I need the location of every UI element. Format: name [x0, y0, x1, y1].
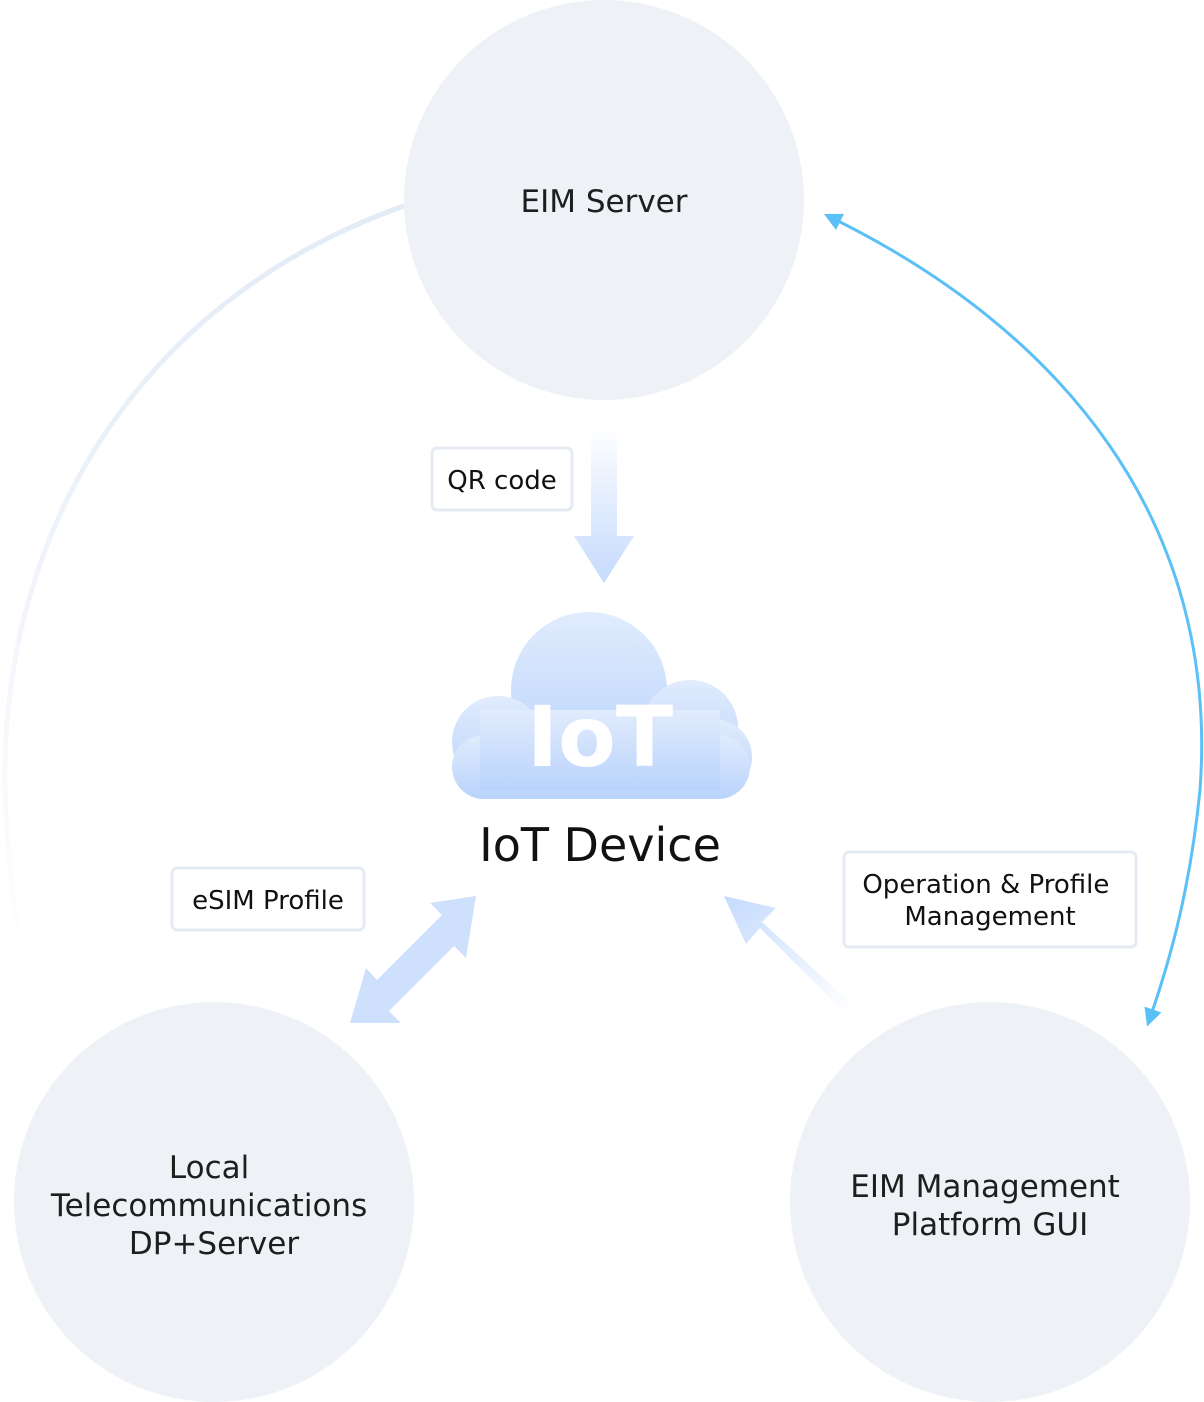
right-accent-arc-arrow	[823, 213, 1204, 1027]
eim-server-node	[404, 0, 804, 400]
qr-code-arrow	[574, 425, 634, 583]
qr-code-label-box	[430, 446, 574, 512]
eim-platform-label: EIM Management Platform GUI	[850, 1169, 1129, 1243]
local-telecom-label: Local Telecommunications DP+Server	[50, 1150, 377, 1262]
operation-line-1: Operation & Profile	[862, 870, 1109, 900]
iot-cloud-icon	[452, 612, 752, 799]
qr-code-label: QR code	[447, 466, 557, 496]
eim-platform-node	[790, 1002, 1190, 1402]
local-telecom-line-1: Local	[169, 1150, 249, 1186]
operation-line-2: Management	[904, 902, 1075, 932]
management-arrow	[724, 896, 850, 1010]
local-telecom-node	[14, 1002, 414, 1402]
iot-device-label: IoT Device	[479, 818, 721, 872]
operation-label-box	[842, 850, 1138, 949]
iot-cloud-text: IoT	[527, 688, 673, 786]
local-telecom-line-3: DP+Server	[129, 1226, 299, 1262]
eim-server-label: EIM Server	[521, 184, 688, 220]
operation-label: Operation & Profile Management	[862, 870, 1117, 932]
esim-profile-label: eSIM Profile	[192, 886, 344, 916]
local-telecom-line-2: Telecommunications	[50, 1188, 367, 1224]
eim-platform-line-2: Platform GUI	[892, 1207, 1088, 1243]
left-connecting-arc	[2, 203, 405, 993]
esim-profile-double-arrow	[350, 896, 476, 1023]
esim-profile-label-box	[170, 866, 366, 932]
eim-platform-line-1: EIM Management	[850, 1169, 1120, 1205]
